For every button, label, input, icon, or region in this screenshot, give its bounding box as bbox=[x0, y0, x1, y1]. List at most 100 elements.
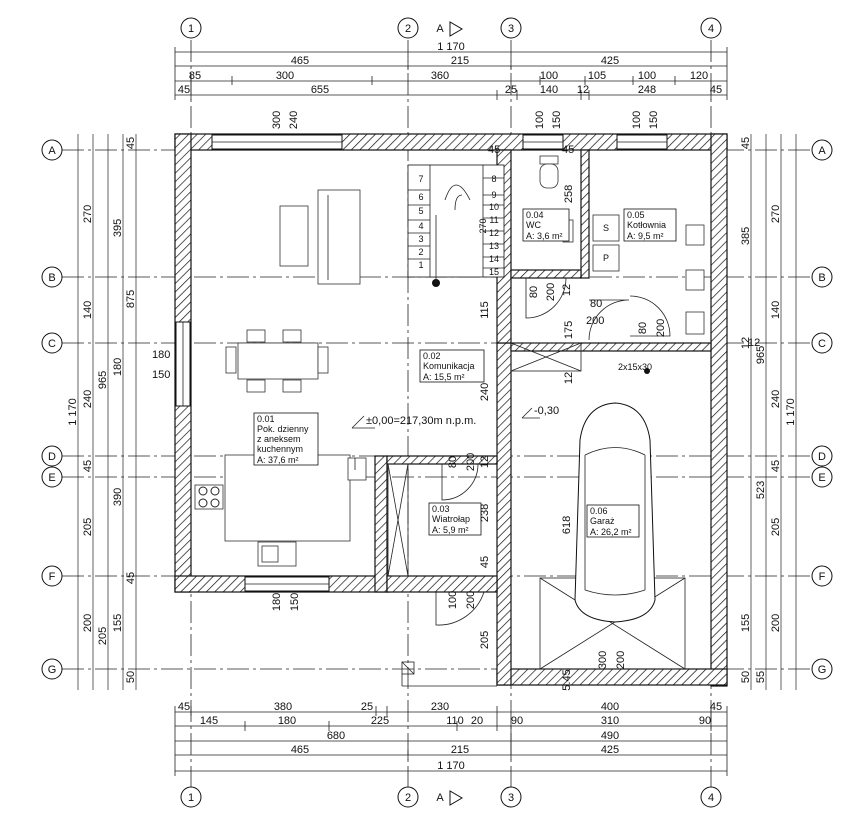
axis-row-G-left: G bbox=[48, 664, 57, 676]
dim-left-total: 1 170 bbox=[67, 398, 79, 426]
axis-row-E-right: E bbox=[818, 472, 825, 484]
room-id: 0.05 bbox=[627, 210, 645, 220]
dim-garage-618: 618 bbox=[561, 516, 573, 534]
axis-row-D-left: D bbox=[48, 451, 56, 463]
left-dimensions: 1 170 270 140 240 45 205 200 965 205 395… bbox=[67, 134, 137, 690]
axis-row-B-left: B bbox=[48, 272, 55, 284]
dim-left-r2-0: 395 bbox=[112, 219, 124, 237]
axis-row-E-left: E bbox=[48, 472, 55, 484]
room-name: Pok. dzienny bbox=[257, 424, 309, 434]
dim-wc-12: 12 bbox=[561, 284, 573, 296]
dim-garage-door-0: 300 bbox=[597, 651, 609, 669]
axis-bubbles: 1 2 3 4 1 2 3 4 A A B B C C D D E E bbox=[41, 17, 833, 808]
stair-num: 3 bbox=[418, 234, 423, 244]
axis-row-D-right: D bbox=[818, 451, 826, 463]
dim-bot-r3-1: 490 bbox=[601, 730, 619, 742]
dim-boiler-door-0: 80 bbox=[590, 298, 602, 310]
dim-garage-door-1: 200 bbox=[615, 651, 627, 669]
axis-col-4-bottom: 4 bbox=[708, 792, 714, 804]
wc-fixtures: S P bbox=[539, 155, 705, 335]
dim-wc-height: 258 bbox=[563, 185, 575, 203]
dim-stair-run: 115 bbox=[479, 301, 491, 319]
dim-left-r1-9: 50 bbox=[125, 671, 137, 683]
stair-num: 4 bbox=[418, 221, 423, 231]
dim-entry-45: 45 bbox=[479, 556, 491, 568]
axis-col-4-top: 4 bbox=[708, 23, 714, 35]
dim-bot-r2-2: 225 bbox=[371, 715, 389, 727]
room-id: 0.02 bbox=[423, 351, 441, 361]
dim-top-r3-2: 25 bbox=[505, 84, 517, 96]
stair-num: 13 bbox=[489, 241, 499, 251]
dim-win-top-left-0: 300 bbox=[271, 111, 283, 129]
axis-row-G-right: G bbox=[818, 664, 827, 676]
dim-top-r2-3: 100 bbox=[540, 70, 558, 82]
room-area: A: 37,6 m² bbox=[257, 455, 299, 465]
dim-top-r2-1: 300 bbox=[276, 70, 294, 82]
room-label-0-04: 0.04 WC A: 3,6 m² bbox=[522, 208, 570, 242]
room-area: A: 5,9 m² bbox=[432, 525, 469, 535]
dim-bot-total: 1 170 bbox=[437, 760, 465, 772]
stair-num: 12 bbox=[489, 228, 499, 238]
dim-bot-r1-4: 400 bbox=[601, 701, 619, 713]
dim-45-top: 45 bbox=[488, 144, 500, 156]
room-id: 0.01 bbox=[257, 414, 275, 424]
dim-left-r1-0: 45 bbox=[125, 137, 137, 149]
dim-top-r3-0: 45 bbox=[178, 84, 190, 96]
level-mark: ±0,00=217,30m n.p.m. bbox=[351, 415, 476, 429]
dim-left-r1-3: 180 bbox=[112, 358, 124, 376]
stair-num: 9 bbox=[491, 190, 496, 200]
dim-right-r1-3: 12 bbox=[740, 337, 752, 349]
dim-left-r3-0: 965 bbox=[97, 371, 109, 389]
dim-right-r2-1: 965 bbox=[755, 346, 767, 364]
stair-num: 1 bbox=[418, 260, 423, 270]
dim-right-r1-8: 55 bbox=[755, 671, 767, 683]
dim-bottom-window-0: 180 bbox=[271, 593, 283, 611]
dim-comm-12: 12 bbox=[563, 372, 575, 384]
axis-col-1-bottom: 1 bbox=[188, 792, 194, 804]
dim-left-window-0: 180 bbox=[152, 349, 170, 361]
dim-bot-r1-5: 45 bbox=[710, 701, 722, 713]
axis-col-3-top: 3 bbox=[508, 23, 514, 35]
dim-right-r1-2: 140 bbox=[770, 301, 782, 319]
room-area: A: 9,5 m² bbox=[627, 231, 664, 241]
room-label-0-02: 0.02 Komunikacja A: 15,5 m² bbox=[419, 349, 485, 383]
dim-bot-r1-3: 230 bbox=[431, 701, 449, 713]
dim-entry-205: 205 bbox=[479, 631, 491, 649]
garage-level-text: -0,30 bbox=[534, 405, 559, 417]
dim-top-r2-6: 120 bbox=[690, 70, 708, 82]
dim-top-r3-6: 45 bbox=[710, 84, 722, 96]
dim-entry-door-1: 200 bbox=[465, 591, 477, 609]
dim-stairs-width: 270 bbox=[478, 218, 488, 233]
dim-wc-door-0: 80 bbox=[528, 286, 540, 298]
garage-level: -0,30 bbox=[521, 405, 559, 419]
stair-num: 11 bbox=[489, 215, 498, 225]
dim-top-r2-4: 105 bbox=[588, 70, 606, 82]
dim-garage-545: 5.45 bbox=[561, 669, 573, 690]
section-marker-top: A bbox=[436, 21, 463, 37]
dim-top-r1-1: 215 bbox=[451, 55, 469, 67]
dim-left-r3-2: 205 bbox=[97, 627, 109, 645]
doors bbox=[387, 277, 686, 687]
room-label-0-05: 0.05 Kotłownia A: 9,5 m² bbox=[623, 208, 677, 242]
room-name: Wiatrołap bbox=[432, 514, 470, 524]
room-name: kuchennym bbox=[257, 444, 303, 454]
section-marker-label-bottom: A bbox=[436, 792, 444, 804]
dim-right-r1-1: 270 bbox=[770, 205, 782, 223]
dim-12: 12 bbox=[479, 456, 491, 468]
axis-row-F-right: F bbox=[819, 571, 826, 583]
axis-col-2-bottom: 2 bbox=[405, 792, 411, 804]
room-label-0-03: 0.03 Wiatrołap A: 5,9 m² bbox=[428, 502, 482, 536]
dim-comm-height: 240 bbox=[479, 383, 491, 401]
dim-right-r1-7: 155 bbox=[740, 614, 752, 632]
dim-boiler2-door-1: 200 bbox=[655, 319, 667, 337]
dim-left-r1-7: 45 bbox=[125, 572, 137, 584]
stair-num: 10 bbox=[489, 202, 499, 212]
dim-win-wc-0: 100 bbox=[534, 111, 546, 129]
dim-bot-r2-6: 310 bbox=[601, 715, 619, 727]
dim-left-window-1: 150 bbox=[152, 369, 170, 381]
stair-num: 6 bbox=[418, 192, 423, 202]
living-furniture bbox=[194, 189, 367, 567]
room-name: Garaż bbox=[590, 516, 615, 526]
dim-boiler2-door-0: 80 bbox=[637, 322, 649, 334]
dim-left-r1-4: 240 bbox=[82, 390, 94, 408]
